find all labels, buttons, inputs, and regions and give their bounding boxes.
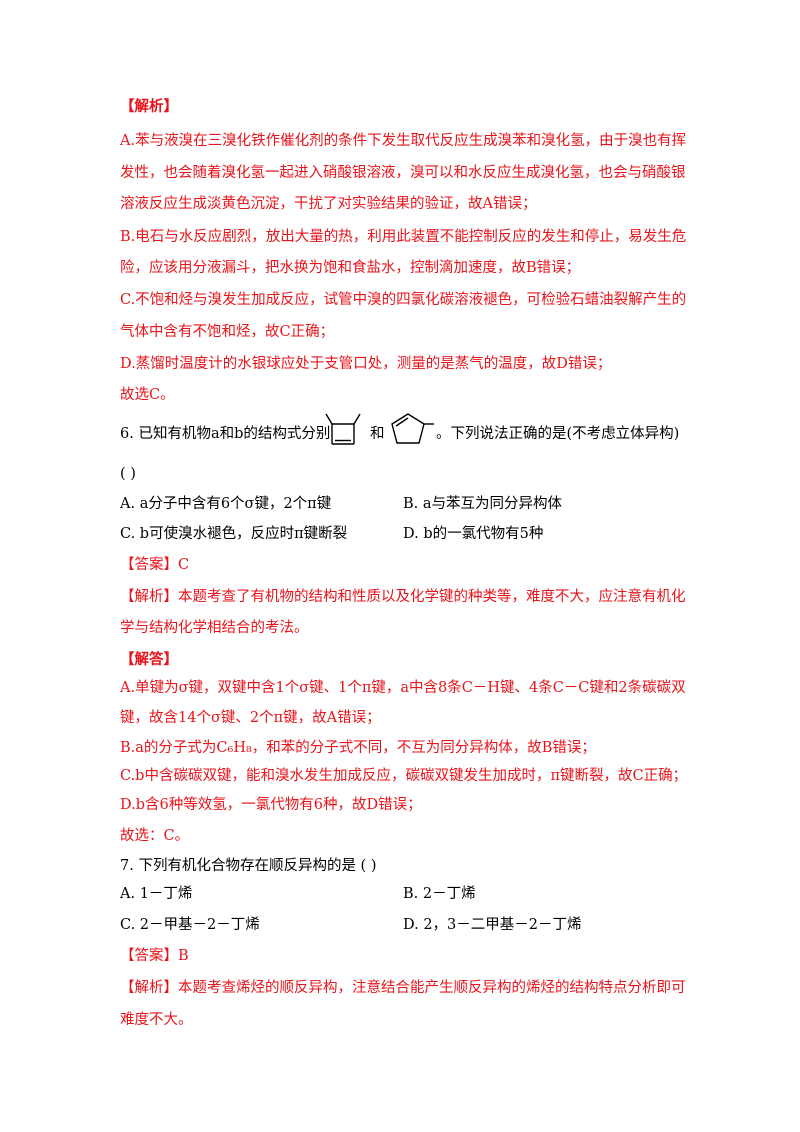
q7-option-c: C. 2－甲基－2－丁烯 [120, 917, 260, 933]
q7-option-a: A. 1－丁烯 [120, 886, 193, 902]
analysis-line: 气体中含有不饱和烃，故C正确； [120, 324, 335, 340]
q6-solution-line: 键，故含14个σ键、2个π键，故A错误； [120, 710, 381, 726]
q7-stem: 7. 下列有机化合物存在顺反异构的是 ( ) [120, 858, 377, 874]
q6-stem-suffix: 。下列说法正确的是(不考虑立体异构) [436, 426, 680, 442]
q6-option-d: D. b的一氯代物有5种 [403, 526, 544, 542]
q6-option-a: A. a分子中含有6个σ键，2个π键 [120, 496, 332, 512]
analysis-heading: 【解析】 [120, 98, 178, 115]
q6-solution-line: A.单键为σ键，双键中含1个σ键、1个π键，a中含8条C－H键、4条C－C键和2… [120, 680, 686, 696]
q6-stem-prefix: 6. 已知有机物a和b的结构式分别 [120, 426, 331, 442]
analysis-line: 溶液反应生成淡黄色沉淀，干扰了对实验结果的验证，故A错误； [120, 196, 537, 212]
molecule-b-structure [386, 408, 436, 450]
q7-option-d: D. 2，3－二甲基－2－丁烯 [403, 917, 582, 933]
q6-stem-and: 和 [370, 426, 385, 442]
q6-solution-line: C.b中含碳碳双键，能和溴水发生加成反应，碳碳双键发生加成时，π键断裂，故C正确… [120, 768, 688, 784]
q6-answer: 【答案】C [120, 557, 190, 573]
q7-answer: 【答案】B [120, 948, 189, 964]
analysis-line: C.不饱和烃与溴发生加成反应，试管中溴的四氯化碳溶液褪色，可检验石蜡油裂解产生的 [120, 292, 687, 308]
q6-option-c: C. b可使溴水褪色，反应时π键断裂 [120, 526, 348, 542]
q6-solution-line: D.b含6种等效氢，一氯代物有6种，故D错误； [120, 797, 422, 813]
q7-analysis-line: 【解析】本题考查烯烃的顺反异构，注意结合能产生顺反异构的烯烃的结构特点分析即可 [120, 980, 686, 996]
q6-analysis-line: 学与结构化学相结合的考法。 [120, 620, 309, 636]
q6-solution-heading: 【解答】 [120, 651, 178, 668]
analysis-line: 发性，也会随着溴化氢一起进入硝酸银溶液，溴可以和水反应生成溴化氢，也会与硝酸银 [120, 165, 686, 181]
q6-solution-line: 故选：C。 [120, 828, 190, 844]
q6-answer-paren: ( ) [120, 466, 136, 482]
molecule-a-structure [322, 410, 366, 450]
q7-option-b: B. 2－丁烯 [403, 886, 476, 902]
analysis-line: D.蒸馏时温度计的水银球应处于支管口处，测量的是蒸气的温度，故D错误； [120, 356, 612, 372]
q6-solution-line: B.a的分子式为C₆H₈，和苯的分子式不同，不互为同分异构体，故B错误； [120, 740, 596, 756]
analysis-line: A.苯与液溴在三溴化铁作催化剂的条件下发生取代反应生成溴苯和溴化氢，由于溴也有挥 [120, 133, 687, 149]
analysis-line: 故选C。 [120, 387, 175, 403]
q6-option-b: B. a与苯互为同分异构体 [403, 496, 563, 512]
q6-analysis-line: 【解析】本题考查了有机物的结构和性质以及化学键的种类等，难度不大，应注意有机化 [120, 589, 686, 605]
q7-analysis-line: 难度不大。 [120, 1012, 193, 1028]
analysis-line: B.电石与水反应剧烈，放出大量的热，利用此装置不能控制反应的发生和停止，易发生危 [120, 229, 687, 245]
analysis-line: 险，应该用分液漏斗，把水换为饱和食盐水，控制滴加速度，故B错误； [120, 260, 581, 276]
